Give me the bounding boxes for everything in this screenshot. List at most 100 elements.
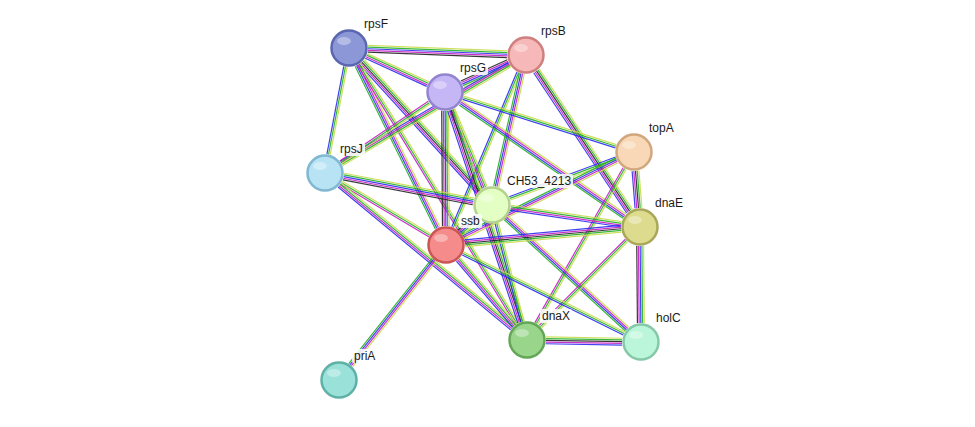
evidence-line [446,111,448,226]
evidence-line [465,227,621,241]
evidence-line [349,258,432,363]
node-label: holC [654,311,683,325]
evidence-line [367,55,428,83]
evidence-line [456,261,512,327]
evidence-line [546,344,622,345]
node-gloss [480,194,494,202]
node-label: rpsG [458,61,488,75]
interaction-edge [539,239,628,328]
evidence-line [359,64,517,324]
interaction-edge [462,252,624,335]
node-circle [622,323,660,361]
node-circle [330,29,368,67]
node-circle [320,361,358,399]
node-gloss [433,81,447,89]
evidence-line [341,183,514,326]
evidence-line [536,169,624,324]
protein-node: rpsJ [306,154,344,192]
evidence-line [535,168,623,323]
protein-node: ssb [427,226,465,264]
evidence-line [344,173,474,198]
node-circle [426,73,464,111]
node-label: rpsF [362,17,390,31]
node-gloss [313,162,327,170]
node-disc [624,325,659,360]
interaction-edge [349,258,436,366]
node-disc [429,228,464,263]
interaction-edge [510,205,621,226]
evidence-line [632,171,635,208]
evidence-line [459,259,515,325]
interaction-edge [442,111,450,226]
interaction-edge [637,246,644,323]
protein-node: dnaE [621,208,659,246]
evidence-line [538,169,626,324]
evidence-line [458,260,514,326]
interaction-edge [340,181,430,236]
node-disc [332,31,367,66]
protein-node: rpsG [426,73,464,111]
protein-node: priA [320,361,358,399]
evidence-line [546,337,622,338]
node-gloss [515,329,529,337]
evidence-line [441,111,443,226]
node-disc [617,135,652,170]
evidence-line [638,246,640,323]
evidence-line [445,111,447,226]
interaction-edge [632,171,642,209]
node-circle [621,208,659,246]
evidence-line [339,186,512,329]
evidence-line [343,178,473,203]
evidence-line [353,261,436,366]
evidence-line [344,175,474,200]
node-gloss [514,44,528,52]
evidence-line [464,252,625,332]
evidence-line [636,246,638,323]
node-gloss [337,37,351,45]
node-circle [615,133,653,171]
node-circle [306,154,344,192]
node-gloss [622,141,636,149]
interaction-edge [465,225,622,246]
evidence-line [340,184,513,327]
node-gloss [327,369,341,377]
evidence-line [546,340,622,341]
node-gloss [434,234,448,242]
interaction-edge [463,96,617,148]
node-label: topA [647,121,676,135]
interaction-edge [546,337,622,345]
node-label: priA [352,349,377,363]
node-gloss [629,331,643,339]
evidence-line [640,246,642,323]
evidence-line [344,177,474,202]
node-circle [427,226,465,264]
evidence-line [546,339,622,340]
node-disc [322,363,357,398]
evidence-line [463,160,617,236]
protein-node: topA [615,133,653,171]
evidence-line [510,210,620,226]
interaction-edge [338,183,514,330]
interaction-edge [343,173,474,205]
evidence-line [350,259,433,364]
evidence-line [462,255,623,335]
node-gloss [628,216,642,224]
evidence-line [546,342,622,343]
node-disc [308,156,343,191]
node-label: ssb [459,214,482,228]
evidence-line [641,246,643,323]
node-label: rpsB [539,24,568,38]
evidence-line [511,209,621,225]
evidence-line [365,58,426,86]
evidence-line [327,66,344,154]
node-circle [508,321,546,359]
evidence-line [443,111,445,226]
node-disc [509,38,544,73]
node-disc [510,323,545,358]
node-circle [507,36,545,74]
evidence-line [511,207,621,223]
node-disc [623,210,658,245]
interaction-edge [357,63,518,324]
